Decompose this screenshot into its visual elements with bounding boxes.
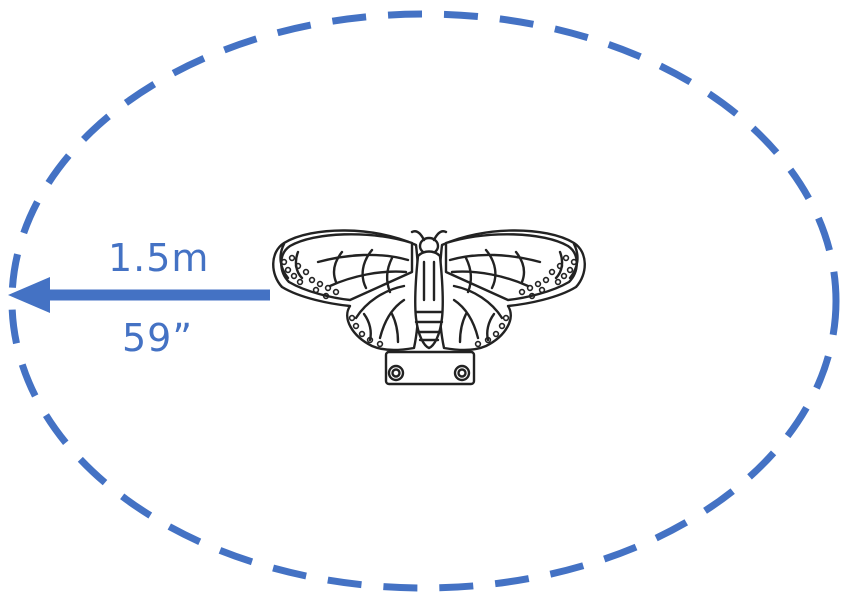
butterfly-icon <box>273 230 585 384</box>
radius-imperial-label: 59” <box>122 316 193 360</box>
right-wing <box>439 230 585 350</box>
radius-arrow <box>8 277 270 313</box>
radius-metric-label: 1.5m <box>108 236 209 280</box>
mounting-plate <box>386 352 474 384</box>
left-wing <box>273 230 419 350</box>
